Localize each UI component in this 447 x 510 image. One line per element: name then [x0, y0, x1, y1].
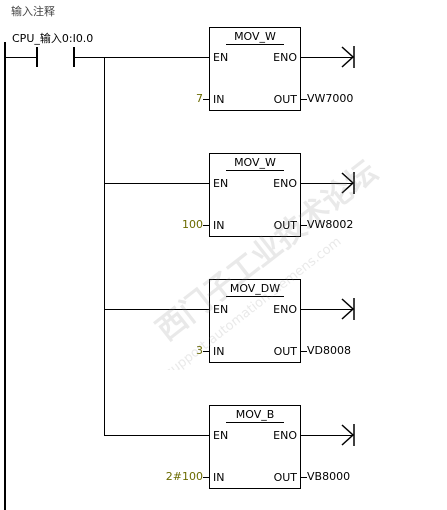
out-pin: OUT: [273, 219, 297, 232]
en-pin: EN: [213, 51, 229, 64]
mov-block-3[interactable]: MOV_DW EN ENO IN OUT: [209, 279, 301, 363]
in-stub: [203, 99, 209, 100]
block-title: MOV_W: [234, 156, 276, 169]
mov-block-4[interactable]: MOV_B EN ENO IN OUT: [209, 405, 301, 489]
in-pin: IN: [213, 345, 225, 358]
contact-to-bus-wire: [75, 57, 209, 58]
output-arrow-icon: [341, 424, 355, 446]
in-pin: IN: [213, 93, 225, 106]
eno-wire: [301, 309, 353, 310]
in-pin: IN: [213, 471, 225, 484]
in-value[interactable]: 2#100: [165, 470, 203, 483]
out-stub: [301, 99, 307, 100]
out-stub: [301, 351, 307, 352]
in-stub: [203, 225, 209, 226]
out-stub: [301, 225, 307, 226]
in-stub: [203, 477, 209, 478]
output-arrow-icon: [341, 298, 355, 320]
in-value[interactable]: 3: [196, 344, 203, 357]
out-pin: OUT: [273, 345, 297, 358]
network-comment[interactable]: 输入注释: [11, 5, 55, 18]
out-value[interactable]: VW7000: [307, 92, 354, 105]
contact-label[interactable]: CPU_输入0:I0.0: [12, 32, 94, 45]
block-title-rule: [226, 44, 284, 45]
contact-left-bar[interactable]: [36, 47, 38, 67]
in-stub: [203, 351, 209, 352]
block-title: MOV_B: [235, 408, 275, 421]
out-value[interactable]: VD8008: [307, 344, 351, 357]
block-title: MOV_DW: [229, 282, 281, 295]
out-pin: OUT: [273, 93, 297, 106]
branch-wire-2: [104, 183, 209, 184]
eno-wire: [301, 57, 353, 58]
eno-pin: ENO: [273, 429, 297, 442]
block-title-rule: [226, 422, 284, 423]
rail-to-contact-wire: [6, 57, 36, 58]
block-title-rule: [226, 170, 284, 171]
output-arrow-icon: [341, 46, 355, 68]
left-power-rail: [4, 42, 6, 510]
branch-wire-4: [104, 435, 209, 436]
en-pin: EN: [213, 303, 229, 316]
mov-block-1[interactable]: MOV_W EN ENO IN OUT: [209, 27, 301, 111]
out-value[interactable]: VW8002: [307, 218, 354, 231]
en-pin: EN: [213, 177, 229, 190]
eno-wire: [301, 435, 353, 436]
eno-pin: ENO: [273, 303, 297, 316]
contact-right-bar[interactable]: [73, 47, 75, 67]
block-title-rule: [226, 296, 284, 297]
out-value[interactable]: VB8000: [307, 470, 351, 483]
in-value[interactable]: 100: [182, 218, 203, 231]
out-pin: OUT: [273, 471, 297, 484]
branch-wire-3: [104, 309, 209, 310]
in-pin: IN: [213, 219, 225, 232]
mov-block-2[interactable]: MOV_W EN ENO IN OUT: [209, 153, 301, 237]
in-value[interactable]: 7: [196, 92, 203, 105]
output-arrow-icon: [341, 172, 355, 194]
branch-bus: [104, 57, 105, 435]
eno-wire: [301, 183, 353, 184]
eno-pin: ENO: [273, 177, 297, 190]
eno-pin: ENO: [273, 51, 297, 64]
block-title: MOV_W: [234, 30, 276, 43]
out-stub: [301, 477, 307, 478]
en-pin: EN: [213, 429, 229, 442]
